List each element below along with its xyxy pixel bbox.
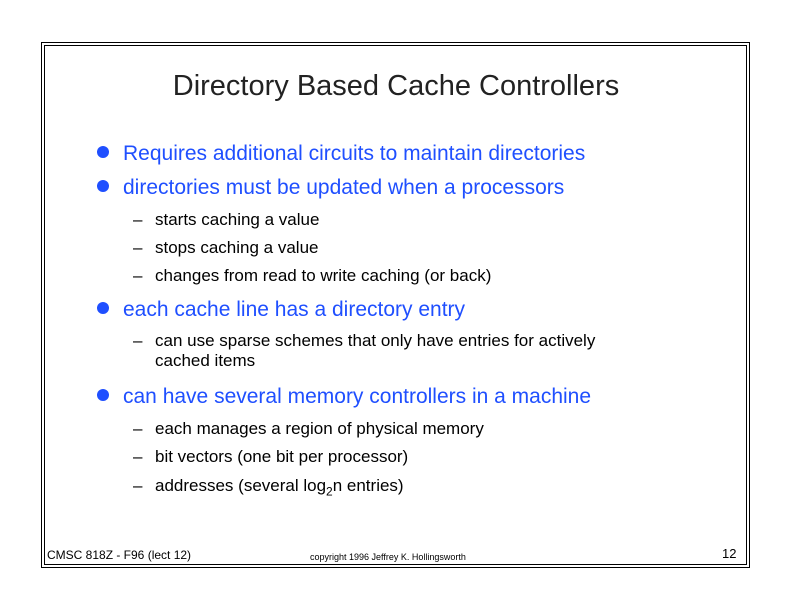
slide-border	[41, 42, 750, 568]
bullet-text: each cache line has a directory entry	[123, 298, 466, 321]
bullet-dot-icon	[97, 302, 109, 314]
slide-inner-border	[44, 45, 747, 565]
sub-bullet-text-continued: cached items	[155, 351, 256, 370]
footer-course: CMSC 818Z - F96 (lect 12)	[47, 548, 192, 562]
bullet: can have several memory controllers in a…	[97, 385, 591, 409]
bullet: Requires additional circuits to maintain…	[97, 142, 585, 166]
sub-bullet: –starts caching a value	[133, 210, 320, 229]
sub-bullet: –addresses (several log2n entries)	[133, 476, 404, 499]
bullet: directories must be updated when a proce…	[97, 176, 564, 200]
footer-copyright: copyright 1996 Jeffrey K. Hollingsworth	[310, 552, 466, 562]
sub-bullet-text: n entries)	[332, 476, 404, 495]
sub-bullet: –each manages a region of physical memor…	[133, 419, 484, 438]
sub-bullet: –changes from read to write caching (or …	[133, 266, 492, 285]
sub-bullet-text: addresses (several log	[155, 476, 327, 495]
sub-bullet-text: each manages a region of physical memory	[155, 419, 484, 438]
sub-bullet-text: starts caching a value	[155, 210, 320, 229]
sub-bullet-text: bit vectors (one bit per processor)	[155, 447, 409, 466]
bullet-dot-icon	[97, 180, 109, 192]
page-number: 12	[722, 546, 737, 561]
bullet-text: Requires additional circuits to maintain…	[123, 142, 586, 165]
sub-bullet-text: stops caching a value	[155, 238, 319, 257]
sub-bullet-text: can use sparse schemes that only have en…	[155, 331, 596, 350]
slide-title: Directory Based Cache Controllers	[172, 70, 620, 102]
sub-bullet: –stops caching a value	[133, 238, 319, 257]
sub-bullet-text: changes from read to write caching (or b…	[155, 266, 492, 285]
bullet-text: can have several memory controllers in a…	[123, 385, 592, 408]
sub-bullet: –can use sparse schemes that only have e…	[133, 331, 596, 370]
sub-bullet: –bit vectors (one bit per processor)	[133, 447, 409, 466]
bullet: each cache line has a directory entry	[97, 298, 465, 322]
bullet-text: directories must be updated when a proce…	[123, 176, 565, 199]
subscript: 2	[326, 484, 333, 499]
bullet-dot-icon	[97, 146, 109, 158]
bullet-dot-icon	[97, 389, 109, 401]
